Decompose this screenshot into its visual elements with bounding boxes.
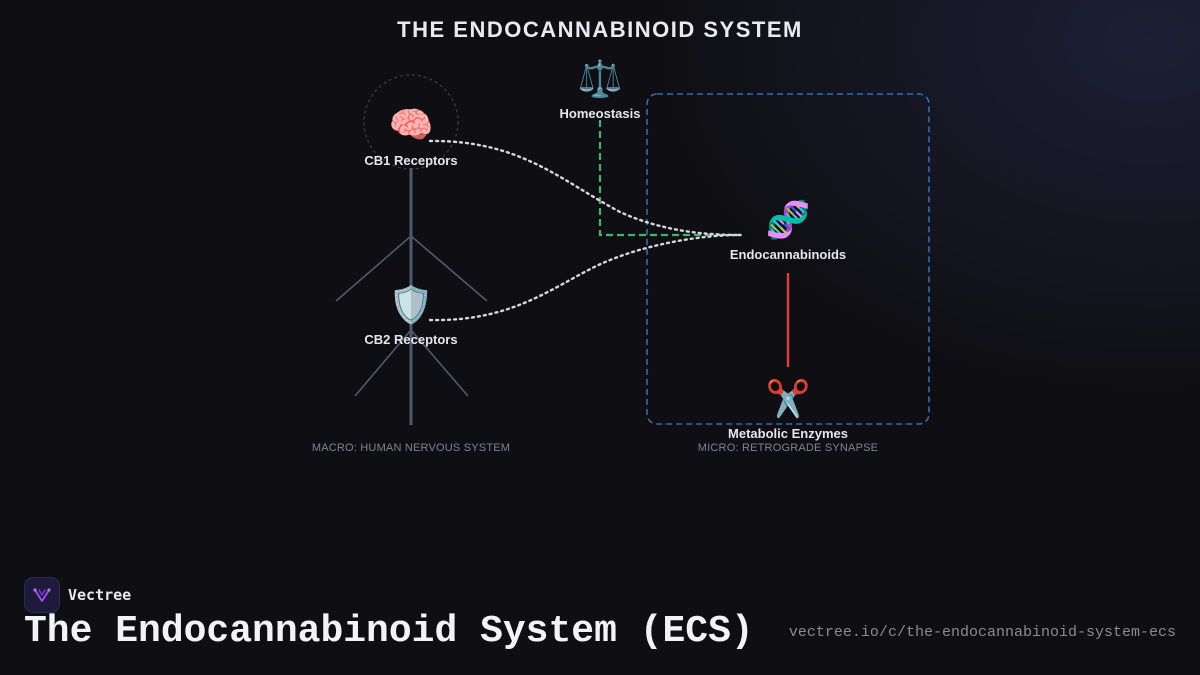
macro-caption: MACRO: HUMAN NERVOUS SYSTEM bbox=[311, 442, 511, 454]
footer-url-link[interactable]: vectree.io/c/the-endocannabinoid-system-… bbox=[788, 624, 1176, 641]
balance-scale-icon: ⚖️ bbox=[577, 59, 623, 100]
shield-icon: 🛡️ bbox=[388, 285, 434, 326]
vectree-logo-icon bbox=[24, 577, 60, 613]
left-arm-line bbox=[335, 235, 412, 302]
cb1-signal-curve bbox=[428, 139, 742, 237]
dna-icon: 🧬 bbox=[765, 200, 811, 241]
enzymes-label: Metabolic Enzymes bbox=[728, 426, 848, 441]
homeostasis-connector bbox=[598, 120, 742, 237]
micro-caption: MICRO: RETROGRADE SYNAPSE bbox=[697, 442, 879, 454]
scissors-icon: ✂️ bbox=[765, 379, 811, 420]
right-arm-line bbox=[410, 235, 488, 302]
cb2-signal-curve bbox=[428, 233, 742, 322]
endocannabinoids-label: Endocannabinoids bbox=[729, 247, 847, 262]
cb2-label: CB2 Receptors bbox=[364, 332, 458, 347]
homeostasis-label: Homeostasis bbox=[559, 106, 641, 121]
brain-icon: 🧠 bbox=[388, 105, 434, 146]
brand-name: Vectree bbox=[68, 586, 132, 604]
diagram-title: THE ENDOCANNABINOID SYSTEM bbox=[397, 17, 803, 42]
brand[interactable]: Vectree bbox=[24, 577, 131, 613]
synapse-box bbox=[646, 93, 930, 425]
left-leg-line bbox=[354, 329, 412, 397]
right-leg-line bbox=[410, 329, 469, 397]
cb1-label: CB1 Receptors bbox=[364, 153, 458, 168]
footer-title: The Endocannabinoid System (ECS) bbox=[24, 610, 754, 653]
